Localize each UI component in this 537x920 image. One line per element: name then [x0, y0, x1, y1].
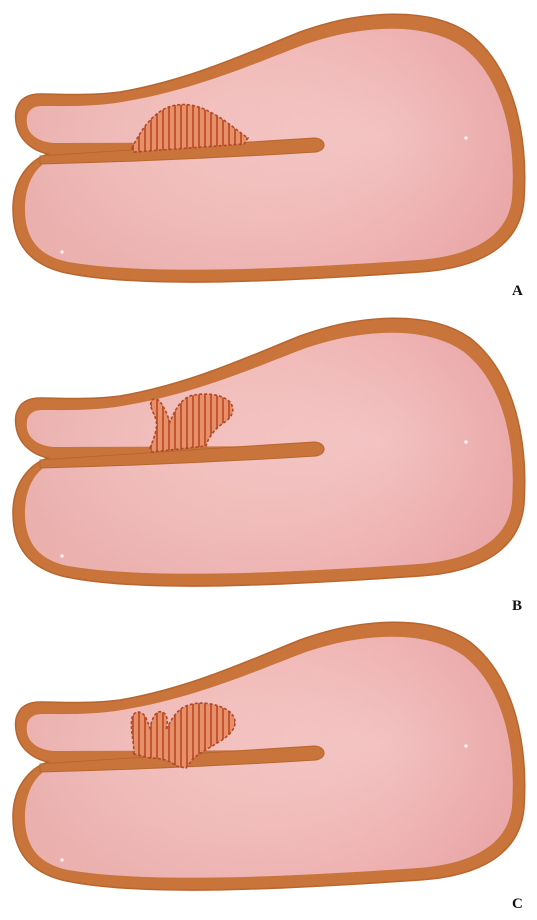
panel-label-a: A	[512, 283, 523, 299]
panel-label-c: C	[512, 896, 523, 912]
uterus-b	[13, 318, 525, 586]
uterus-c	[13, 622, 525, 890]
panel-a: A	[13, 14, 525, 299]
panel-b: B	[13, 318, 525, 614]
panel-c: C	[13, 622, 525, 912]
uterus-a	[13, 14, 525, 282]
panel-label-b: B	[512, 598, 522, 614]
